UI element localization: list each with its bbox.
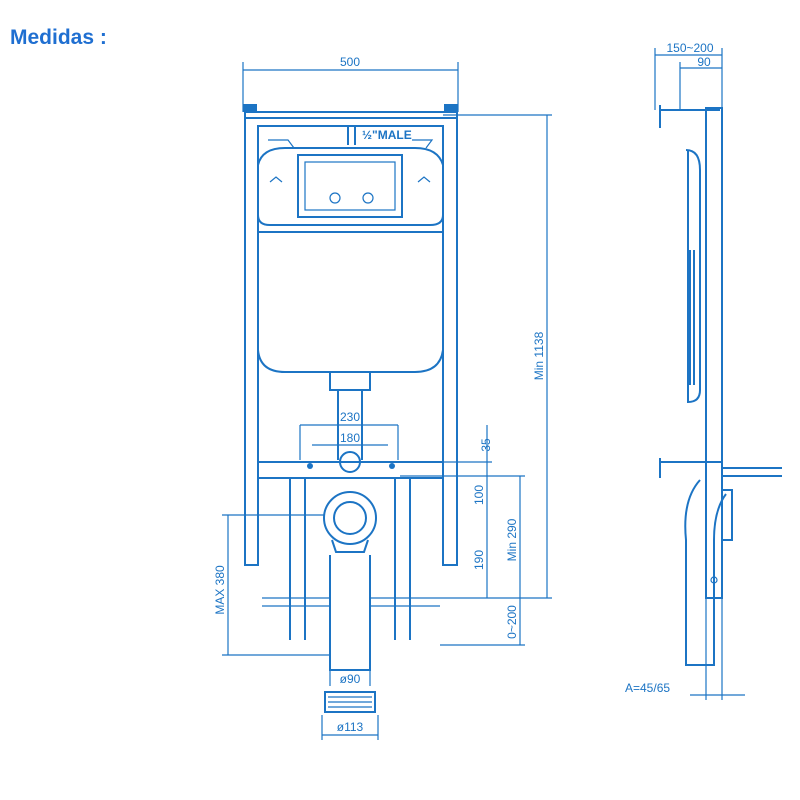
depth-90-label: 90	[697, 55, 711, 69]
angle-a-label: A=45/65	[625, 681, 670, 695]
dim-100-label: 100	[472, 485, 486, 505]
pipe-113-label: ø113	[337, 720, 364, 734]
depth-range-label: 150~200	[666, 41, 713, 55]
min-290-label: Min 290	[505, 518, 519, 561]
connection-label: ½"MALE	[362, 128, 412, 142]
dim-35-label: 35	[479, 438, 493, 452]
pipe-90-label: ø90	[340, 672, 361, 686]
dim-180-label: 180	[340, 431, 360, 445]
front-view: 500 ½"MALE 230 180	[213, 55, 552, 740]
max-380-label: MAX 380	[213, 565, 227, 615]
dim-width-label: 500	[340, 55, 360, 69]
dim-230-label: 230	[340, 410, 360, 424]
min-1138-label: Min 1138	[532, 331, 546, 380]
section-title: Medidas :	[10, 26, 107, 49]
side-view: 150~200 90 A=45/65	[625, 41, 782, 700]
range-0-200-label: 0~200	[505, 605, 519, 639]
dim-190-label: 190	[472, 550, 486, 570]
